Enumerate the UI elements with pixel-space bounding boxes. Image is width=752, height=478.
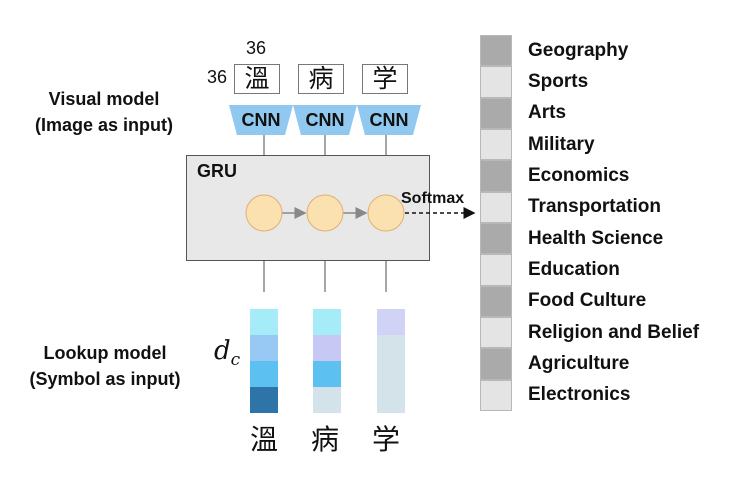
cnn-trapezoid-2	[293, 105, 357, 135]
category-label: Religion and Belief	[528, 321, 700, 343]
category-cell	[480, 223, 512, 255]
category-cell	[480, 191, 512, 223]
cnn-label-3: CNN	[369, 110, 409, 130]
category-cell	[480, 348, 512, 380]
visual-model-subtitle: (Image as input)	[34, 115, 173, 135]
embedding-cell	[377, 361, 405, 387]
embedding-cell	[377, 335, 405, 361]
cnn-trapezoid-1	[229, 105, 293, 135]
category-cell	[480, 254, 512, 286]
gru-label: GRU	[197, 161, 237, 181]
cnn-trapezoid-3	[357, 105, 421, 135]
image-input-char-1: 溫	[234, 64, 280, 94]
lookup-model-title: Lookup model	[43, 343, 167, 363]
category-label: Sports	[528, 71, 589, 92]
symbol-input-char-3: 学	[371, 423, 400, 456]
category-label: Transportation	[528, 196, 662, 218]
embedding-cell	[377, 309, 405, 335]
visual-model-title: Visual model	[48, 89, 160, 109]
category-cell	[480, 317, 512, 349]
category-label: Education	[528, 259, 620, 280]
embedding-cell	[313, 387, 341, 413]
embedding-cell	[313, 309, 341, 335]
embedding-cell	[250, 335, 278, 361]
embedding-dim-symbol: d	[214, 336, 231, 366]
gru-node-2	[306, 194, 344, 232]
category-cell	[480, 35, 512, 67]
symbol-input-char-2: 病	[310, 423, 339, 456]
category-cell	[480, 66, 512, 98]
category-label: Agriculture	[528, 353, 630, 374]
category-label: Arts	[528, 102, 567, 124]
embedding-cell	[313, 335, 341, 361]
embedding-dim-subscript: c	[230, 350, 241, 371]
category-label: Economics	[528, 165, 630, 186]
image-height-label: 36	[207, 67, 228, 87]
category-label: Health Science	[528, 227, 664, 249]
category-cell	[480, 285, 512, 317]
embedding-cell	[377, 387, 405, 413]
category-label: Geography	[528, 39, 629, 61]
embedding-cell	[313, 361, 341, 387]
embedding-cell	[250, 309, 278, 335]
embedding-cell	[250, 387, 278, 413]
softmax-label: Softmax	[401, 190, 465, 207]
category-cell	[480, 379, 512, 411]
image-input-char-3: 学	[362, 64, 408, 94]
image-input-char-2: 病	[298, 64, 344, 94]
category-label: Food Culture	[528, 290, 647, 312]
lookup-model-subtitle: (Symbol as input)	[29, 369, 181, 389]
gru-node-1	[245, 194, 283, 232]
gru-node-3	[367, 194, 405, 232]
category-label: Electronics	[528, 384, 631, 406]
visual-model-label: Visual model (Image as input)	[14, 86, 194, 138]
lookup-model-label: Lookup model (Symbol as input)	[10, 340, 200, 392]
category-cell	[480, 97, 512, 129]
embedding-cell	[250, 361, 278, 387]
cnn-label-1: CNN	[241, 110, 281, 130]
category-cell	[480, 129, 512, 161]
symbol-input-char-1: 溫	[249, 423, 278, 456]
category-cell	[480, 160, 512, 192]
category-label: Military	[528, 133, 595, 155]
cnn-label-2: CNN	[305, 110, 345, 130]
image-width-label: 36	[246, 38, 267, 58]
embedding-dimension-label: dc	[214, 336, 240, 370]
